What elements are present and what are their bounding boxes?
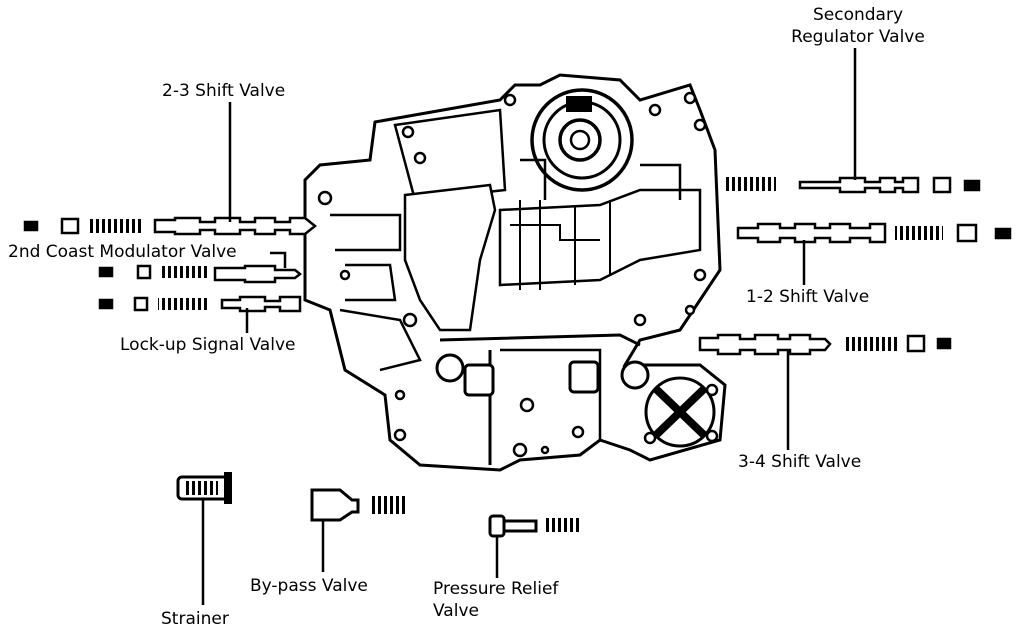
oil-channel-3	[510, 224, 600, 241]
spring-2-3	[88, 219, 144, 233]
inner-cavity	[403, 183, 497, 332]
retainer-lockup	[98, 298, 114, 310]
plug-coast	[136, 264, 152, 280]
spring-secondary	[726, 177, 776, 191]
boss-right-round	[620, 360, 650, 390]
oil-channel-5	[345, 263, 397, 302]
retainer-3-4	[936, 337, 952, 350]
lockup-signal-assembly	[98, 295, 302, 313]
boss-left-round	[435, 353, 465, 383]
plug-lockup	[133, 296, 149, 312]
plug-secondary	[932, 176, 952, 194]
label-2nd-coast-modulator-valve: 2nd Coast Modulator Valve	[8, 242, 237, 262]
label-pressure-relief-line2: Valve	[433, 601, 479, 621]
coast-modulator-assembly	[98, 264, 303, 284]
spring-1-2	[895, 226, 943, 240]
boss-right-lower	[568, 360, 600, 394]
oil-channel-4	[330, 213, 402, 252]
retainer-2-3	[23, 220, 39, 232]
spool-2-3	[153, 216, 318, 236]
shift-valve-3-4-assembly	[698, 333, 952, 356]
bolt-holes	[317, 91, 719, 458]
label-strainer: Strainer	[161, 609, 229, 629]
leader-coast	[270, 251, 287, 268]
label-lock-up-signal-valve: Lock-up Signal Valve	[120, 335, 296, 355]
plug-3-4	[906, 334, 926, 353]
label-secondary-regulator-line1: Secondary	[812, 5, 904, 25]
lower-divider-2	[500, 348, 602, 440]
spring-3-4	[845, 337, 897, 351]
label-2-3-shift-valve: 2-3 Shift Valve	[162, 81, 286, 101]
retainer-secondary	[963, 179, 981, 192]
label-pressure-relief-valve: Pressure Relief Valve	[433, 578, 558, 622]
shift-valve-2-3-assembly	[23, 216, 318, 236]
label-pressure-relief-line1: Pressure Relief	[433, 579, 559, 599]
check-ball-cover-cross	[652, 385, 708, 439]
spool-secondary	[798, 176, 920, 194]
plug-1-2	[956, 223, 978, 243]
label-by-pass-valve: By-pass Valve	[250, 576, 368, 596]
label-secondary-regulator: Secondary Regulator Valve	[782, 4, 934, 48]
leader-lines	[201, 48, 857, 605]
spring-coast	[160, 266, 208, 278]
accumulator-piston-core	[569, 129, 591, 151]
spool-3-4	[698, 333, 832, 356]
label-3-4-shift-valve: 3-4 Shift Valve	[738, 452, 862, 472]
spool-1-2	[736, 222, 887, 244]
accumulator-tab	[566, 96, 592, 112]
oil-channel-2	[519, 200, 611, 290]
label-1-2-shift-valve: 1-2 Shift Valve	[746, 287, 870, 307]
bypass-valve-part	[310, 488, 408, 522]
spool-lockup	[220, 295, 302, 313]
retainer-1-2	[994, 227, 1012, 240]
spring-lockup	[158, 298, 210, 310]
oil-channel-1	[498, 188, 702, 287]
boss-left-lower	[463, 363, 495, 397]
shift-valve-1-2-assembly	[736, 222, 1012, 244]
lower-ledge	[439, 333, 641, 347]
spool-coast	[213, 264, 303, 284]
secondary-regulator-assembly	[726, 176, 981, 194]
oil-channel-6	[339, 308, 422, 372]
valve-body	[303, 73, 727, 472]
pressure-relief-part	[488, 514, 582, 538]
upper-plate	[393, 108, 507, 202]
retainer-coast	[98, 266, 114, 278]
oil-channel-7	[520, 158, 682, 200]
strainer-part	[176, 472, 232, 504]
label-secondary-regulator-line2: Regulator Valve	[791, 27, 925, 47]
plug-2-3	[60, 217, 80, 235]
